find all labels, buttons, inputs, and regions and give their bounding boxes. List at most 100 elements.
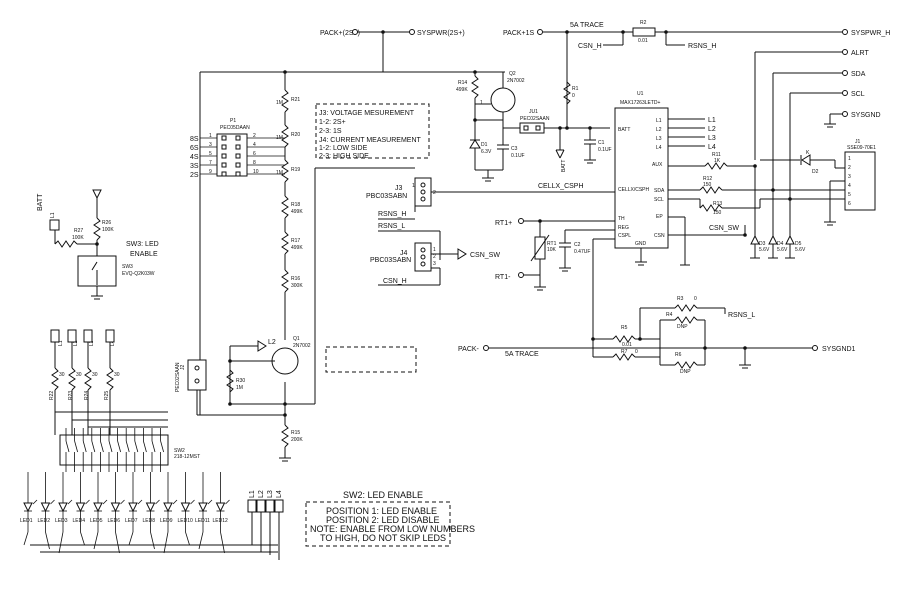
- net-csn-h: CSN_H: [578, 43, 602, 50]
- net-sda: SDA: [851, 71, 866, 78]
- svg-text:2-3: 1S: 2-3: 1S: [319, 128, 342, 135]
- series-2s: 2S: [190, 172, 199, 179]
- svg-text:J4: CURRENT MEASUREMENT: J4: CURRENT MEASUREMENT: [319, 137, 421, 144]
- net-l1-sw3: L1: [50, 212, 56, 218]
- led-symbol: [198, 502, 208, 513]
- blank-note-box: [325, 346, 417, 373]
- svg-text:1: 1: [412, 183, 415, 189]
- svg-text:R3: R3: [677, 296, 684, 302]
- svg-text:D1: D1: [481, 142, 488, 148]
- esd-diodes: D3 5.6V D4 5.6V D5 5.6V K D2 J1 SSE09-70…: [750, 139, 876, 259]
- net-pack-pos-2s: PACK+(2S+): [320, 30, 360, 37]
- led-label: LED4: [73, 518, 86, 524]
- svg-text:BATT: BATT: [561, 160, 567, 172]
- led-emission: [120, 499, 125, 505]
- led-resistor-value: 30: [59, 372, 65, 378]
- led-return: [45, 531, 50, 550]
- net-l3-sw2: L3: [89, 340, 95, 346]
- q1-section: Q1 2N7002 L2 R30 1M PEC02SAAN J2: [175, 336, 417, 417]
- svg-text:SCL: SCL: [654, 197, 664, 203]
- svg-text:R24: R24: [84, 391, 90, 400]
- led-label: LED8: [143, 518, 156, 524]
- svg-text:R16: R16: [291, 276, 300, 282]
- svg-text:R25: R25: [104, 391, 110, 400]
- svg-text:0.1UF: 0.1UF: [511, 153, 525, 159]
- sw2-contact: [125, 440, 130, 453]
- svg-text:0: 0: [635, 349, 638, 355]
- svg-text:RT1: RT1: [547, 241, 557, 247]
- thermistor-section: RT1+ RT1 10K RT1- C2 0.47UF: [495, 218, 615, 348]
- led-emission: [207, 499, 213, 505]
- svg-text:10K: 10K: [547, 247, 557, 253]
- svg-text:499K: 499K: [291, 245, 303, 251]
- svg-text:EVQ-Q2K03W: EVQ-Q2K03W: [122, 271, 155, 277]
- led-return: [150, 531, 155, 550]
- svg-text:D5: D5: [795, 241, 802, 247]
- port-pack-2s: [352, 29, 358, 35]
- svg-text:PEC05DAAN: PEC05DAAN: [220, 125, 250, 131]
- top-rail-pack-2s: PACK+(2S+) SYSPWR(2S+): [200, 29, 505, 73]
- svg-text:R12: R12: [703, 176, 712, 182]
- svg-text:C3: C3: [511, 146, 518, 152]
- svg-text:300K: 300K: [291, 283, 303, 289]
- p1-pin-num: 9: [209, 169, 212, 175]
- svg-text:NOTE: ENABLE FROM LOW NUMBERS: NOTE: ENABLE FROM LOW NUMBERS: [310, 524, 475, 534]
- svg-text:0.47UF: 0.47UF: [574, 249, 590, 255]
- svg-text:2N7002: 2N7002: [293, 343, 311, 349]
- svg-text:J1: J1: [855, 139, 861, 145]
- right-ports: ALRT SDA SCL SYSGND: [754, 49, 881, 198]
- svg-text:200K: 200K: [291, 437, 303, 443]
- svg-text:CSPL: CSPL: [618, 233, 631, 239]
- led-label: LED9: [160, 518, 173, 524]
- led-return: [80, 531, 85, 546]
- svg-text:L4: L4: [656, 145, 662, 151]
- net-rsns-l-left: RSNS_L: [378, 223, 405, 230]
- svg-text:R15: R15: [291, 430, 300, 436]
- svg-text:R13: R13: [713, 201, 722, 207]
- svg-text:2N7002: 2N7002: [507, 78, 525, 84]
- svg-text:EP: EP: [656, 214, 663, 220]
- svg-text:PBC03SABN: PBC03SABN: [370, 257, 411, 264]
- series-6s: 6S: [190, 145, 199, 152]
- svg-text:5: 5: [848, 192, 851, 198]
- svg-text:POSITION 1: LED ENABLE: POSITION 1: LED ENABLE: [326, 506, 437, 516]
- sw2-contact: [100, 440, 104, 453]
- svg-text:J4: J4: [400, 250, 408, 257]
- sw2-note: SW2: LED ENABLE POSITION 1: LED ENABLE P…: [305, 490, 475, 547]
- led-emission: [50, 499, 55, 505]
- svg-text:R14: R14: [458, 80, 467, 86]
- svg-text:J3: J3: [395, 185, 403, 192]
- svg-text:SW3: SW3: [122, 264, 133, 270]
- led-resistor: [51, 367, 59, 391]
- sw2-contact: [117, 440, 121, 453]
- led-symbol: [180, 502, 191, 513]
- net-sysgnd: SYSGND: [851, 112, 881, 119]
- svg-text:SW3: LED: SW3: LED: [126, 241, 159, 248]
- svg-text:1: 1: [480, 100, 483, 106]
- svg-text:6.3V: 6.3V: [481, 149, 492, 155]
- svg-text:R18: R18: [291, 202, 300, 208]
- svg-text:POSITION 2: LED DISABLE: POSITION 2: LED DISABLE: [326, 515, 440, 525]
- p1-pin: [235, 162, 241, 168]
- ic-u1: U1 MAX17263LETD+ BATT CELLX/CSPH TH REG …: [614, 91, 845, 266]
- net-pack-pos-1s: PACK+1S: [503, 30, 535, 37]
- svg-text:218-12MST: 218-12MST: [174, 454, 200, 460]
- svg-text:3: 3: [433, 261, 436, 267]
- resistor-r2: [632, 27, 656, 37]
- sense-section: PACK- SYSGND1 5A TRACE R5 0.01 R7 0 R3 0…: [458, 296, 856, 375]
- sw2-contact: [151, 440, 156, 453]
- led-symbol: [145, 502, 156, 513]
- svg-text:L1: L1: [656, 118, 662, 124]
- svg-text:R19: R19: [291, 167, 300, 173]
- p1-pin-num: 8: [253, 160, 256, 166]
- svg-text:R7: R7: [621, 349, 628, 355]
- series-4s: 4S: [190, 154, 199, 161]
- jumper-j3: J3 PBC03SABN 1 2 CELLX_CSPH RSNS_H RSNS_…: [366, 177, 615, 260]
- svg-text:DNP: DNP: [680, 369, 691, 375]
- wire-tag: [83, 329, 93, 343]
- svg-text:0.01: 0.01: [638, 38, 648, 44]
- jumper-j4: J4 PBC03SABN 1 2 3 CSN_SW CSN_H: [370, 242, 500, 286]
- sw2-contact: [134, 440, 139, 453]
- batt-label-left: BATT: [37, 193, 44, 211]
